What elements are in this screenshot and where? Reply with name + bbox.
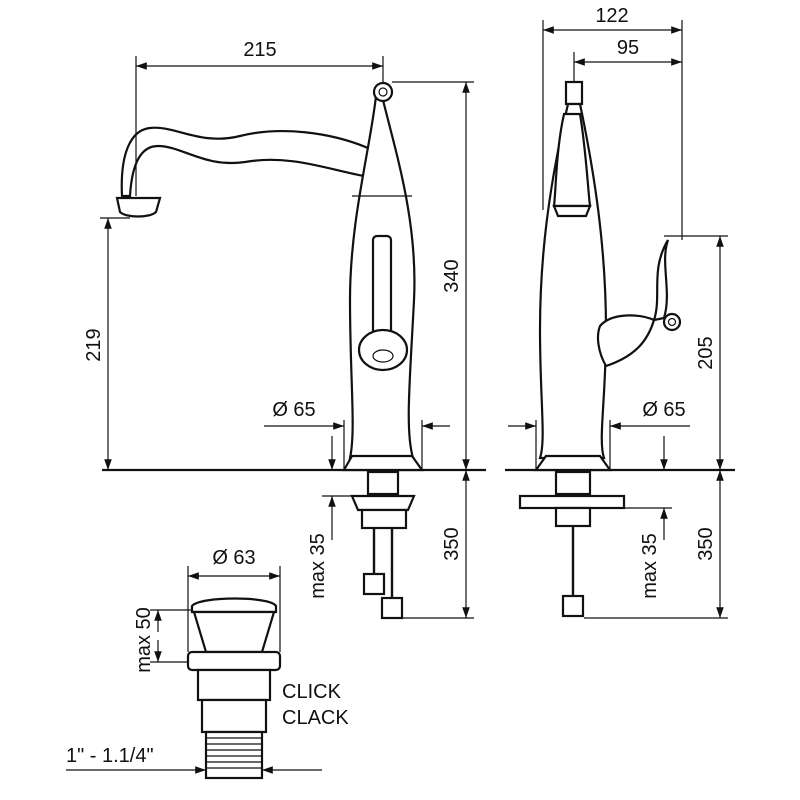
side-handle-knob [662, 312, 682, 332]
aerator [115, 196, 162, 218]
mount-plate [350, 494, 416, 512]
waste-body-upper [196, 668, 272, 702]
dimension-label-max35-side: max 35 [639, 533, 661, 599]
side-mount-plate [518, 494, 626, 510]
dimension-label-95: 95 [617, 37, 639, 59]
waste-drain [186, 597, 282, 780]
mount-nut [360, 508, 408, 530]
dimension-label-o65-side: Ø 65 [642, 399, 685, 421]
side-hose-fitting [561, 594, 585, 618]
faucet-side-view [518, 80, 682, 618]
dimension-label-219: 219 [83, 328, 105, 361]
side-shank [554, 470, 592, 496]
dimension-label-o65-front: Ø 65 [272, 399, 315, 421]
side-handle-lever [652, 239, 670, 322]
hose-fitting-right [380, 596, 404, 620]
waste-body-lower [200, 698, 268, 734]
label-clack: CLACK [282, 707, 349, 729]
dimension-label-122: 122 [595, 5, 628, 27]
side-aerator [552, 204, 592, 218]
top-knob [372, 81, 394, 103]
dimension-label-350-side: 350 [695, 527, 717, 560]
side-base [533, 454, 613, 472]
faucet-front-view [115, 81, 425, 620]
side-top-cap [564, 80, 584, 106]
dimension-label-max50: max 50 [133, 607, 155, 673]
dimension-label-max35-front: max 35 [307, 533, 329, 599]
handle-lever [371, 234, 393, 338]
side-handle-knob-inner [667, 317, 677, 327]
waste-flange [186, 650, 282, 672]
waste-cap [190, 597, 278, 614]
label-click: CLICK [282, 681, 342, 703]
faucet-base [342, 454, 425, 472]
handle-hub-inner [372, 349, 394, 363]
dimension-label-205: 205 [695, 336, 717, 369]
side-handle-hub [596, 314, 656, 368]
top-knob-inner [378, 87, 388, 97]
dimension-label-350-front: 350 [441, 527, 463, 560]
dimension-label-o63: Ø 63 [212, 547, 255, 569]
side-mount-nut [554, 506, 592, 528]
waste-thread [204, 730, 264, 780]
hose-fitting-left [362, 572, 386, 596]
dimension-label-340: 340 [441, 259, 463, 292]
dimension-label-thread: 1" - 1.1/4" [66, 745, 154, 767]
dimension-label-215: 215 [243, 39, 276, 61]
spout [120, 126, 370, 198]
shank [366, 470, 400, 496]
waste-funnel [192, 610, 276, 654]
